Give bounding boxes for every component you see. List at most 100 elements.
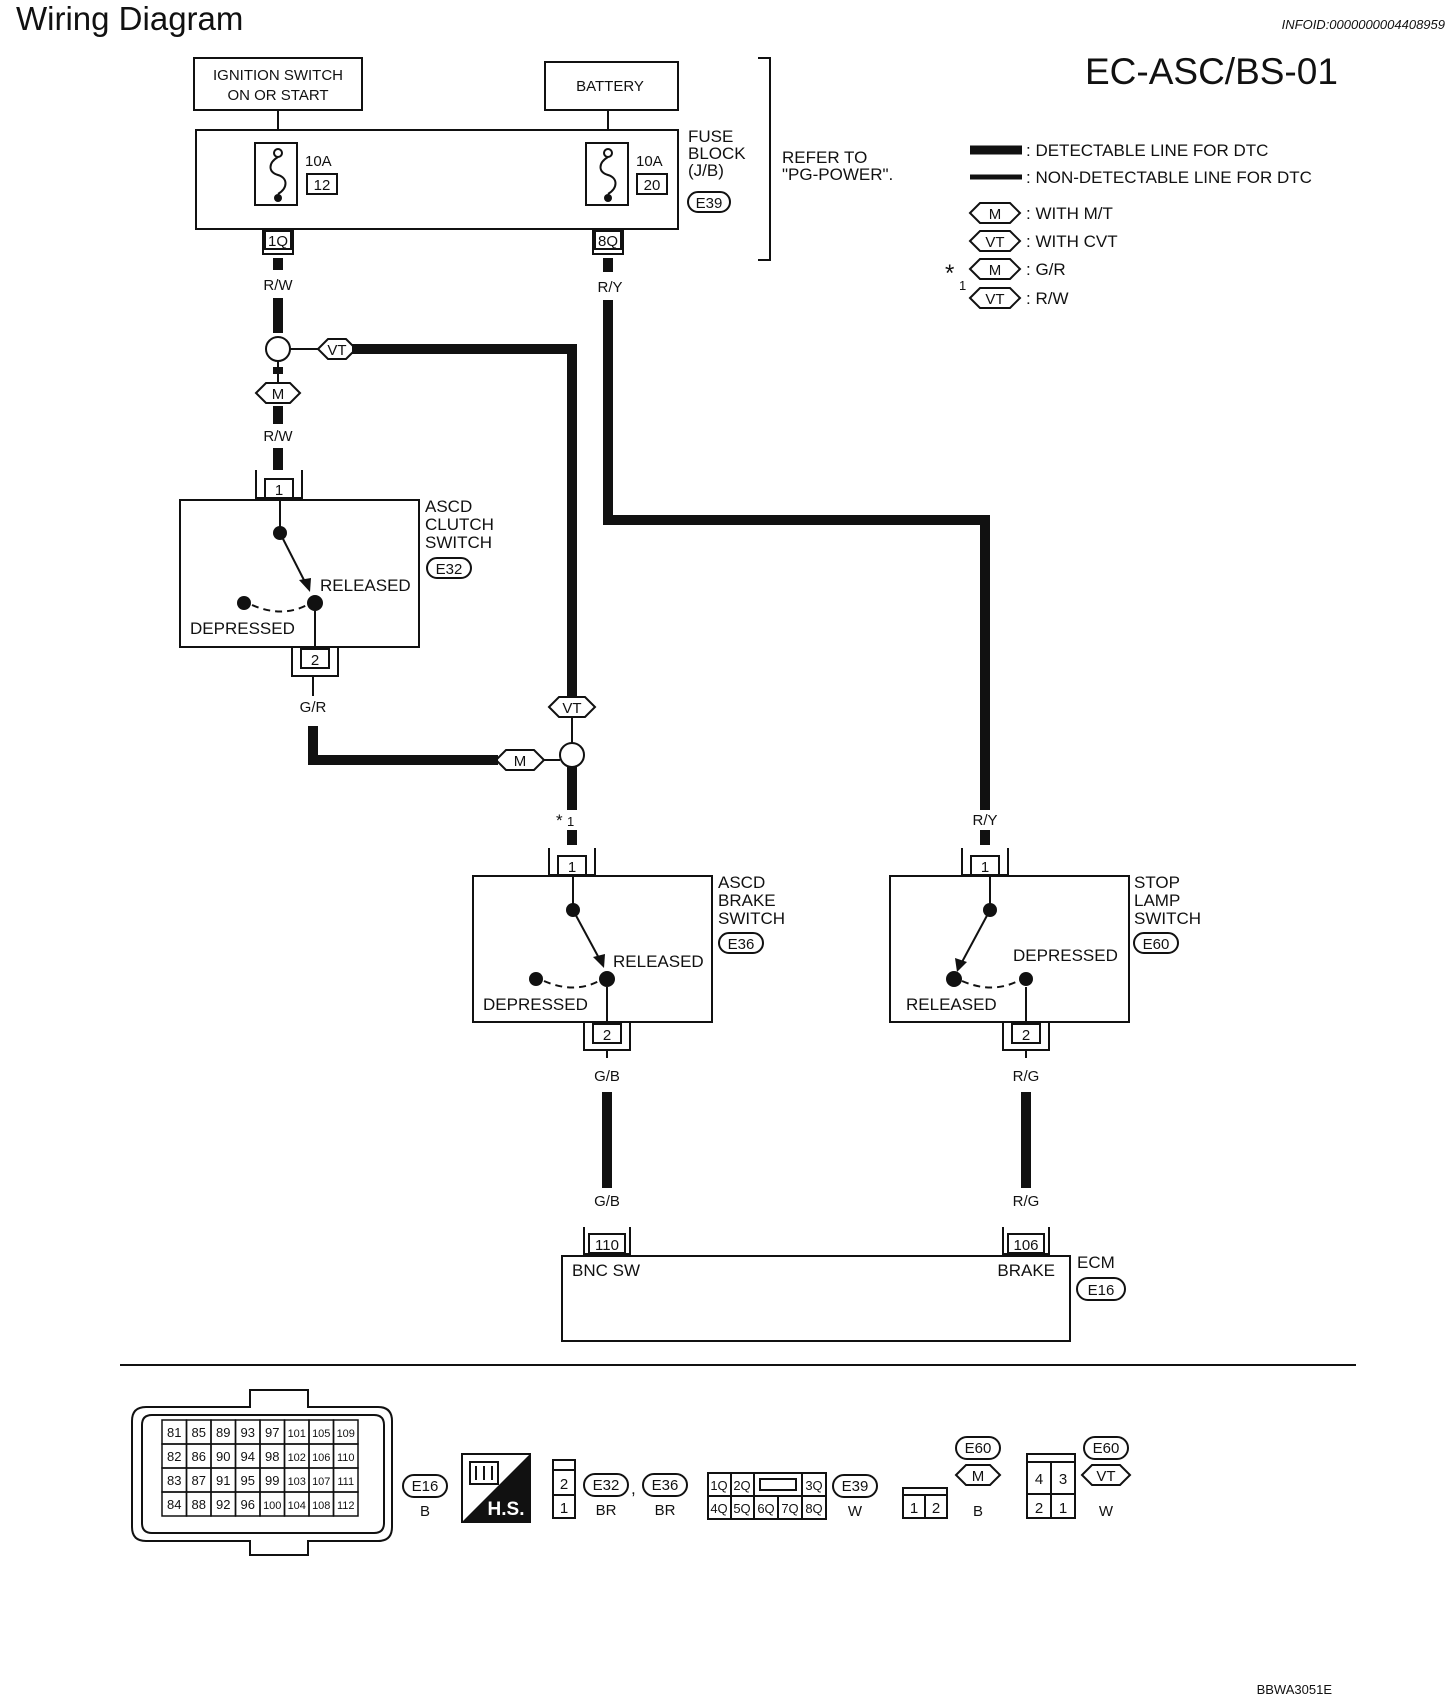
wire-label-gb-lower: G/B: [594, 1193, 620, 1210]
ecm-pin-number: 95: [241, 1473, 255, 1488]
tag-m-top-text: M: [272, 386, 285, 403]
two-pin-1: 1: [560, 1500, 568, 1517]
cvt-pin-3: 3: [1059, 1471, 1067, 1488]
splice-mid: [559, 742, 585, 768]
legend-star-num: 1: [959, 278, 966, 293]
ecm-pin-number: 112: [337, 1500, 355, 1512]
clutch-switch-label-line1: ASCD: [425, 497, 472, 516]
pin-clutch-bottom: 2: [291, 647, 339, 677]
mt-two-pin-connector: 1 2: [902, 1487, 948, 1519]
fuse-block: 10A 12 10A 20 FUSE BLOCK (J/B) E39: [195, 127, 746, 230]
pin-brake-bottom: 2: [583, 1022, 631, 1051]
wire-label-star1: *: [556, 811, 563, 830]
conn-e60-cvt-tag: VT: [1096, 1468, 1115, 1485]
brake-released-label: RELEASED: [613, 952, 704, 971]
legend-star-vt-tag-text: VT: [985, 291, 1004, 308]
clutch-switch-connector: E32: [436, 561, 463, 578]
fuse-12-rating: 10A: [305, 153, 332, 170]
ecm-pin-number: 97: [265, 1425, 279, 1440]
legend-mt-text: : WITH M/T: [1026, 204, 1113, 223]
pin-brake-top: 1: [548, 848, 596, 876]
ecm-pin-number: 84: [167, 1497, 181, 1512]
ecm-label: ECM: [1077, 1253, 1115, 1272]
conn-e36-color: BR: [655, 1502, 676, 1519]
ecm-pin-number: 105: [312, 1428, 330, 1440]
ecm-pin-number: 83: [167, 1473, 181, 1488]
conn-e60-mt-id: E60: [965, 1440, 992, 1457]
brake-switch-label-line3: SWITCH: [718, 909, 785, 928]
ecm-box: BNC SW BRAKE ECM E16: [561, 1253, 1126, 1342]
conn-e36-id: E36: [652, 1477, 679, 1494]
terminal-8q-label: 8Q: [598, 233, 618, 250]
legend: : DETECTABLE LINE FOR DTC : NON-DETECTAB…: [945, 141, 1312, 309]
stop-lamp-label-line2: LAMP: [1134, 891, 1180, 910]
brake-depressed-label: DEPRESSED: [483, 995, 588, 1014]
pin-ecm-110: 110: [583, 1227, 631, 1255]
two-pin-connector: 2 1: [552, 1459, 576, 1519]
wire-vt-branch: [352, 344, 577, 696]
wire-label-star1-num: 1: [567, 814, 574, 829]
fuse-block-connector: E39: [696, 195, 723, 212]
conn-e16: E16 B: [402, 1474, 448, 1520]
ascd-clutch-switch: RELEASED DEPRESSED ASCD CLUTCH SWITCH E3…: [179, 497, 494, 648]
legend-cvt-tag: VT: [968, 230, 1022, 252]
ecm-pin-number: 100: [263, 1500, 281, 1512]
fuse-20-number: 20: [644, 177, 661, 194]
pin-ecm-110-label: 110: [595, 1237, 619, 1254]
ecm-pin-number: 91: [216, 1473, 230, 1488]
fuse-pin-1q: 1Q: [710, 1478, 727, 1493]
ignition-switch-box: IGNITION SWITCH ON OR START: [193, 57, 363, 111]
fuse-block-label-line1: FUSE: [688, 127, 733, 146]
fuse-block-label-line2: BLOCK: [688, 144, 746, 163]
ecm-pin-cell: [332, 1491, 359, 1517]
cvt-pin-4: 4: [1035, 1471, 1043, 1488]
pin-ecm-106: 106: [1002, 1227, 1050, 1255]
terminal-8q: 8Q: [592, 229, 624, 255]
figure-id: BBWA3051E: [1257, 1682, 1333, 1697]
ecm-pin-number: 93: [241, 1425, 255, 1440]
stop-lamp-label-line1: STOP: [1134, 873, 1180, 892]
pin-clutch-top: 1: [255, 470, 303, 499]
fuse-12-number: 12: [314, 177, 331, 194]
wire-label-ry-top: R/Y: [597, 279, 622, 296]
battery-box: BATTERY: [544, 61, 679, 111]
ecm-pin-number: 90: [216, 1449, 230, 1464]
pin-brake-top-label: 1: [568, 859, 576, 876]
fuse-12: 10A 12: [254, 142, 338, 206]
refer-line1: REFER TO: [782, 148, 867, 167]
legend-mt-tag-text: M: [989, 206, 1002, 223]
pin-stop-bottom-label: 2: [1022, 1027, 1030, 1044]
conn-comma: ,: [631, 1479, 636, 1498]
legend-star: *: [945, 260, 954, 287]
ecm-bnc-sw-label: BNC SW: [572, 1261, 640, 1280]
refer-line2: "PG-POWER".: [782, 165, 893, 184]
legend-cvt-tag-text: VT: [985, 234, 1004, 251]
tag-vt-mid: VT: [547, 696, 597, 718]
ecm-connector: E16: [1088, 1282, 1115, 1299]
fuse-pin-2q: 2Q: [733, 1478, 750, 1493]
fuse-pin-4q: 4Q: [710, 1501, 727, 1516]
ecm-pin-number: 86: [192, 1449, 206, 1464]
wire-label-gr: G/R: [300, 699, 327, 716]
brake-switch-label-line1: ASCD: [718, 873, 765, 892]
conn-e39-id: E39: [842, 1478, 869, 1495]
ecm-pin-number: 88: [192, 1497, 206, 1512]
wire-label-rg-lower: R/G: [1013, 1193, 1040, 1210]
brake-switch-label-line2: BRAKE: [718, 891, 776, 910]
ecm-pin-number: 110: [337, 1452, 355, 1464]
conn-e32: E32 BR: [583, 1473, 629, 1519]
ecm-pin-number: 102: [288, 1452, 306, 1464]
ecm-brake-label: BRAKE: [997, 1261, 1055, 1280]
conn-e16-color: B: [420, 1503, 430, 1520]
hs-label: H.S.: [488, 1499, 525, 1520]
conn-e39-color: W: [848, 1503, 863, 1520]
fuse-pin-7q: 7Q: [781, 1501, 798, 1516]
pin-clutch-bottom-label: 2: [311, 652, 319, 669]
ecm-pin-number: 108: [312, 1500, 330, 1512]
conn-e60-mt-tag: M: [972, 1468, 985, 1485]
stop-depressed-label: DEPRESSED: [1013, 946, 1118, 965]
fuse-pin-3q: 3Q: [805, 1478, 822, 1493]
ecm-pin-number: 87: [192, 1473, 206, 1488]
